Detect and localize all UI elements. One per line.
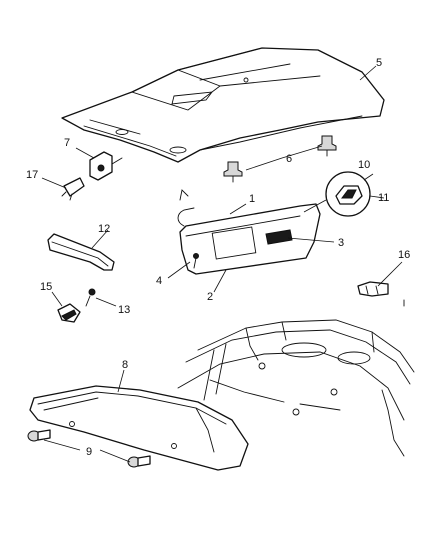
headliner-part-5 [61,47,385,163]
body-structure [177,319,415,457]
callout-8: 8 [122,359,128,371]
callout-17: 17 [26,169,38,181]
screw-part-13 [85,288,96,307]
callout-7: 7 [64,137,70,149]
callout-12: 12 [98,223,110,235]
callout-1: 1 [249,193,255,205]
callout-11: 11 [378,192,389,204]
callout-10: 10 [358,159,370,171]
callout-15: 15 [40,281,52,293]
callout-6: 6 [286,153,292,165]
clip-part-6 [223,135,337,183]
callout-13: 13 [118,304,130,316]
rear-shelf-part-8 [29,385,249,471]
cap-part-15 [57,303,81,323]
grab-handle-part-12 [47,233,115,271]
dome-lamp-part-7 [89,151,123,181]
callout-16: 16 [398,249,410,261]
visor-clip-detail-part-10 [303,171,371,217]
socket-part-17 [61,177,85,201]
callout-labels: 1 2 3 4 5 6 7 8 9 10 11 12 13 15 16 17 [26,57,410,458]
callout-2: 2 [207,291,213,303]
callout-4: 4 [156,275,162,287]
clip-part-16 [357,281,405,307]
callout-3: 3 [338,237,344,249]
callout-9: 9 [86,446,92,458]
callout-5: 5 [376,57,382,69]
leader-lines [41,65,403,463]
push-pin-part-9 [27,429,151,468]
sun-visor-part-1 [177,189,321,275]
